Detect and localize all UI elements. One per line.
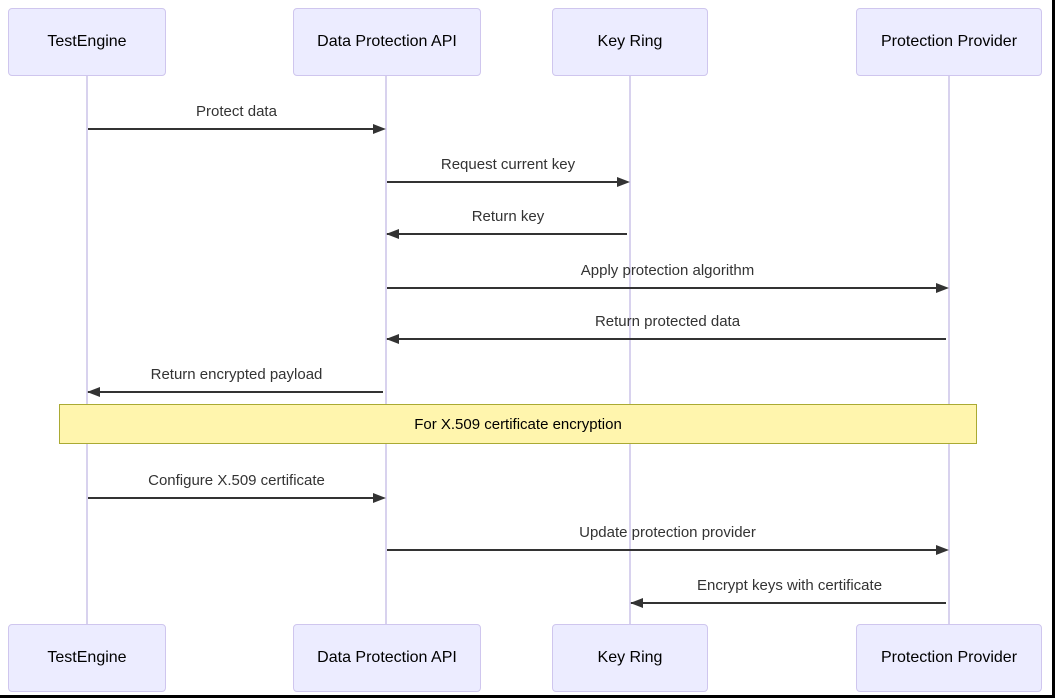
arrowhead-icon-return-protected-data bbox=[386, 334, 399, 344]
lifeline-protection-provider bbox=[948, 76, 950, 624]
arrowhead-icon-request-current-key bbox=[617, 177, 630, 187]
participant-box-bottom-testengine: TestEngine bbox=[8, 624, 166, 692]
message-line-encrypt-keys-with-certificate bbox=[631, 602, 946, 604]
lifeline-testengine bbox=[86, 76, 88, 624]
arrowhead-icon-configure-x-509-certificate bbox=[373, 493, 386, 503]
message-label-protect-data: Protect data bbox=[196, 103, 277, 120]
participant-box-top-data-protection-api: Data Protection API bbox=[293, 8, 481, 76]
message-label-update-protection-provider: Update protection provider bbox=[579, 524, 756, 541]
lifeline-data-protection-api bbox=[385, 76, 387, 624]
message-label-encrypt-keys-with-certificate: Encrypt keys with certificate bbox=[696, 577, 883, 594]
arrowhead-icon-encrypt-keys-with-certificate bbox=[630, 598, 643, 608]
participant-box-top-key-ring: Key Ring bbox=[552, 8, 708, 76]
participant-box-top-testengine: TestEngine bbox=[8, 8, 166, 76]
message-label-return-protected-data: Return protected data bbox=[594, 313, 741, 330]
arrowhead-icon-update-protection-provider bbox=[936, 545, 949, 555]
message-line-return-protected-data bbox=[387, 338, 946, 340]
arrowhead-icon-apply-protection-algorithm bbox=[936, 283, 949, 293]
arrowhead-icon-return-key bbox=[386, 229, 399, 239]
note-band: For X.509 certificate encryption bbox=[59, 404, 977, 444]
participant-box-bottom-data-protection-api: Data Protection API bbox=[293, 624, 481, 692]
message-line-return-encrypted-payload bbox=[88, 391, 383, 393]
participant-box-top-protection-provider: Protection Provider bbox=[856, 8, 1042, 76]
lifeline-key-ring bbox=[629, 76, 631, 624]
message-line-request-current-key bbox=[387, 181, 627, 183]
message-label-return-key: Return key bbox=[471, 208, 545, 225]
message-line-update-protection-provider bbox=[387, 549, 946, 551]
message-line-protect-data bbox=[88, 128, 383, 130]
message-label-configure-x-509-certificate: Configure X.509 certificate bbox=[148, 472, 325, 489]
message-label-apply-protection-algorithm: Apply protection algorithm bbox=[580, 262, 755, 279]
arrowhead-icon-protect-data bbox=[373, 124, 386, 134]
message-line-return-key bbox=[387, 233, 627, 235]
message-label-return-encrypted-payload: Return encrypted payload bbox=[150, 366, 323, 383]
message-line-configure-x-509-certificate bbox=[88, 497, 383, 499]
participant-box-bottom-protection-provider: Protection Provider bbox=[856, 624, 1042, 692]
participant-box-bottom-key-ring: Key Ring bbox=[552, 624, 708, 692]
message-line-apply-protection-algorithm bbox=[387, 287, 946, 289]
message-label-request-current-key: Request current key bbox=[440, 156, 576, 173]
arrowhead-icon-return-encrypted-payload bbox=[87, 387, 100, 397]
